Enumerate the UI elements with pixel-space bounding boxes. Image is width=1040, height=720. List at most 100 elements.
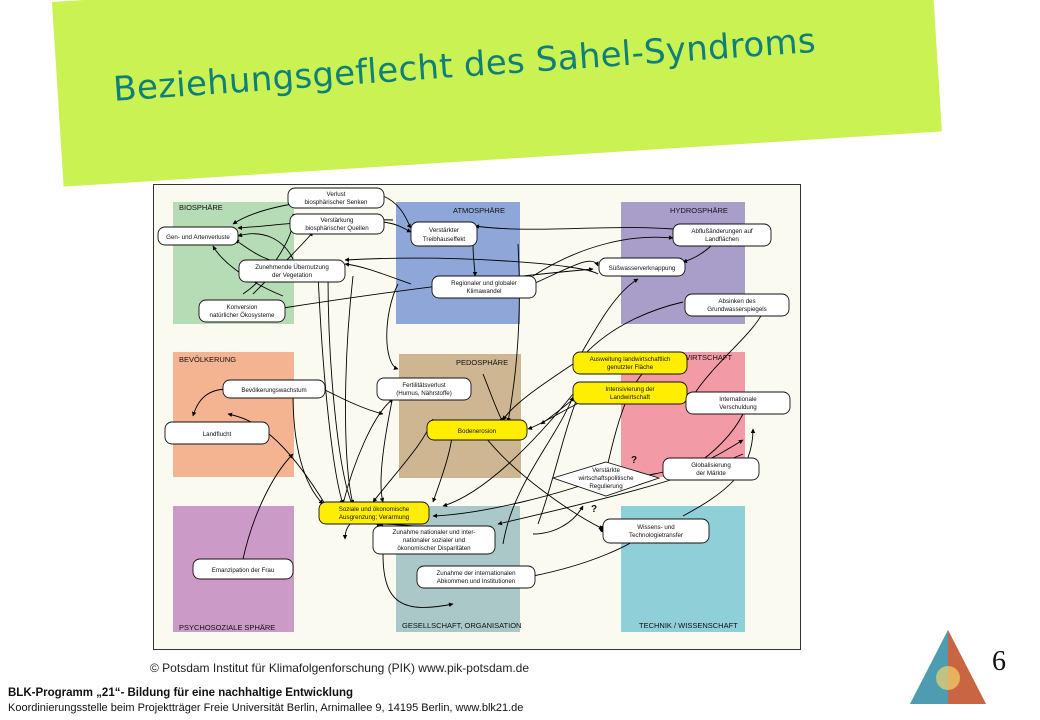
node-text: Intensivierung der (605, 386, 654, 393)
sphere-label-bevoelkerung: BEVÖLKERUNG (179, 355, 236, 364)
node-text: genutzter Fläche (607, 364, 654, 371)
node-text: Globalisierung (691, 462, 731, 469)
node-text: Bevölkerungswachstum (241, 387, 306, 394)
node-bodenerosion: Bodenerosion (426, 419, 528, 441)
node-text: Süßwasserverknappung (609, 265, 676, 272)
edge (344, 262, 412, 285)
sphere-label-technik: TECHNIK / WISSENSCHAFT (639, 621, 738, 630)
node-text: Konversion (227, 304, 259, 311)
node-text: Verstärkte (592, 467, 620, 474)
node-text: wirtschaftspolitische (577, 475, 634, 482)
node-fertilitaetsverlust: Fertilitätsverlust (Humus, Nährstoffe) (376, 377, 472, 401)
edge (382, 221, 412, 233)
node-text: Gen- und Artenverluste (166, 234, 230, 241)
node-text: natürlicher Ökosysteme (210, 312, 276, 319)
edge (506, 243, 520, 423)
node-text: ökonomischer Disparitäten (397, 545, 471, 552)
edge (692, 311, 764, 397)
edge (242, 453, 294, 560)
node-text: Internationale (719, 396, 757, 403)
node-text: Ausgrenzung; Verarmung (339, 514, 410, 521)
node-ausweitung-flaeche: Ausweitung landwirtschaftlich genutzter … (572, 351, 688, 375)
node-text: Verlust (327, 191, 346, 198)
node-verstaerkung-quellen: Verstärkung biosphärischer Quellen (289, 213, 385, 235)
blk21-logo-icon (910, 630, 986, 704)
node-gen-artenverluste: Gen- und Artenverluste (157, 226, 239, 246)
edge (342, 398, 394, 505)
node-text: nationaler sozialer und (403, 537, 466, 544)
edge (344, 257, 599, 275)
node-text: Regulierung (589, 483, 623, 490)
node-text: Landwirtschaft (610, 394, 650, 401)
edge (237, 232, 294, 260)
node-klimawandel: Regionaler und globaler Klimawandel (431, 275, 537, 299)
sphere-bevoelkerung (173, 352, 294, 477)
node-bevoelkerungswachstum: Bevölkerungswachstum (222, 379, 326, 399)
edge (227, 412, 329, 510)
node-intensivierung-lw: Intensivierung der Landwirtschaft (572, 381, 688, 405)
edge (482, 433, 604, 530)
edge (502, 363, 574, 421)
edge (382, 553, 454, 608)
edge (442, 393, 574, 507)
question-mark: ? (631, 455, 637, 466)
node-disparitaeten: Zunahme nationaler und inter- nationaler… (372, 525, 496, 555)
node-treibhauseffekt: Verstärkter Treibhauseffekt (410, 221, 478, 247)
node-text: Landflucht (203, 431, 232, 438)
edge (582, 301, 684, 357)
node-text: der Vegetation (272, 272, 312, 279)
node-text: Verschuldung (719, 404, 757, 411)
node-abkommen-institutionen: Zunahme der internationalen Abkommen und… (416, 565, 536, 589)
node-text: Grundwasserspiegels (707, 306, 767, 313)
question-mark: ? (591, 504, 597, 515)
node-text: Zunahme der internationalen (436, 570, 516, 577)
node-text: der Märkte (696, 470, 726, 477)
node-wissenstransfer: Wissens- und Technologietransfer (602, 518, 710, 544)
node-uebernutzung-vegetation: Zunehmende Übernutzung der Vegetation (238, 259, 346, 283)
edge (474, 224, 674, 230)
node-text: Abflußänderungen auf (691, 228, 753, 235)
node-emanzipation-frau: Emanzipation der Frau (192, 558, 294, 580)
node-text: Wissens- und (637, 524, 675, 531)
node-text: Verstärkung (320, 217, 354, 224)
node-text: Treibhauseffekt (423, 236, 466, 243)
page-number: 6 (992, 646, 1006, 677)
edge (537, 395, 579, 525)
edge (577, 278, 639, 360)
node-text: Landflächen (705, 236, 739, 243)
edge (502, 396, 574, 545)
sphere-label-biosphaere: BIOSPHÄRE (179, 203, 223, 212)
copyright-caption: © Potsdam Institut für Klimafolgenforsch… (150, 661, 530, 675)
edge (317, 273, 344, 505)
node-text: Abkommen und Institutionen (437, 578, 516, 585)
node-grundwasserspiegel: Absinken des Grundwasserspiegels (684, 293, 790, 317)
node-text: (Humus, Nährstoffe) (396, 390, 452, 397)
node-landflucht: Landflucht (164, 421, 270, 445)
edge (252, 231, 314, 295)
sphere-pedosphaere (399, 354, 521, 478)
sphere-label-hydrosphaere: HYDROSPHÄRE (670, 206, 728, 215)
node-text: Fertilitätsverlust (402, 382, 446, 389)
node-globalisierung-maerkte: Globalisierung der Märkte (662, 457, 760, 481)
node-abflussaenderungen: Abflußänderungen auf Landflächen (672, 223, 772, 247)
syndrome-diagram: BIOSPHÄRE ATMOSPHÄRE HYDROSPHÄRE BEVÖLKE… (153, 184, 801, 650)
node-text: Ausweitung landwirtschaftlich (590, 356, 671, 363)
sphere-label-atmosphaere: ATMOSPHÄRE (453, 206, 505, 215)
sphere-label-psychosozial: PSYCHOSOZIALE SPHÄRE (179, 623, 275, 632)
footer-program: BLK-Programm „21“- Bildung für eine nach… (8, 687, 354, 699)
node-soziale-ausgrenzung: Soziale und ökonomische Ausgrenzung; Ver… (318, 501, 430, 525)
edge (532, 260, 599, 285)
node-konversion-oekosysteme: Konversion natürlicher Ökosysteme (198, 299, 286, 323)
edge (327, 275, 354, 507)
node-text: Klimawandel (466, 288, 501, 295)
sphere-label-gesellschaft: GESELLSCHAFT, ORGANISATION (402, 621, 521, 630)
node-wirtschaftspolitische-regulierung: Verstärkte wirtschaftspolitische Regulie… (551, 461, 661, 497)
node-text: Regionaler und globaler (451, 280, 517, 287)
node-text: Zunahme nationaler und inter- (393, 529, 476, 536)
node-text: Technologietransfer (629, 532, 683, 539)
edge (682, 428, 756, 517)
node-text: Verstärkter (429, 227, 459, 234)
node-text: Zunehmende Übernutzung (255, 264, 329, 271)
node-verlust-senken: Verlust biosphärischer Senken (287, 187, 385, 209)
node-text: Emanzipation der Frau (212, 567, 275, 574)
